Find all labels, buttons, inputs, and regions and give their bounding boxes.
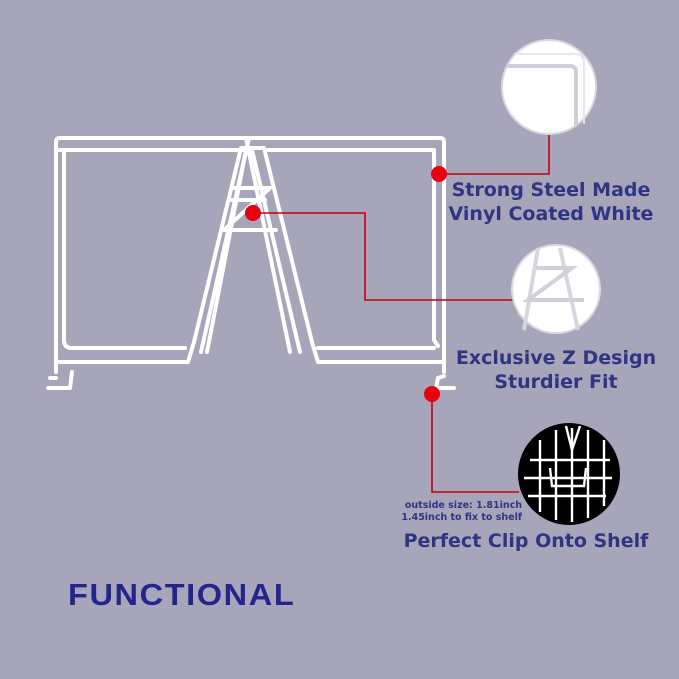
- feature-clip-label: Perfect Clip Onto Shelf: [395, 529, 657, 553]
- feature-z-line1: Exclusive Z Design: [455, 347, 657, 369]
- detail-circle-corner: [501, 39, 597, 135]
- feature-clip-line1: Perfect Clip Onto Shelf: [403, 530, 649, 552]
- detail-circle-clip: [518, 423, 620, 525]
- size-note: outside size: 1.81inch 1.45inch to fix t…: [380, 500, 522, 524]
- callout-lines: [253, 124, 550, 493]
- size-note-line2: 1.45inch to fix to shelf: [401, 512, 522, 523]
- feature-steel-label: Strong Steel Made Vinyl Coated White: [440, 178, 662, 226]
- wire-divider-frame: [46, 136, 456, 390]
- marker-z-design: [245, 205, 261, 221]
- feature-steel-line1: Strong Steel Made: [451, 179, 651, 201]
- size-note-line1: outside size: 1.81inch: [404, 500, 522, 511]
- brand-title: FUNCTIONAL: [68, 577, 296, 612]
- callout-markers: [245, 166, 447, 402]
- marker-steel: [431, 166, 447, 182]
- marker-clip: [424, 386, 440, 402]
- feature-z-design-label: Exclusive Z Design Sturdier Fit: [445, 346, 667, 394]
- feature-steel-line2: Vinyl Coated White: [448, 203, 654, 225]
- detail-circle-z: [511, 244, 601, 334]
- feature-z-line2: Sturdier Fit: [494, 371, 618, 393]
